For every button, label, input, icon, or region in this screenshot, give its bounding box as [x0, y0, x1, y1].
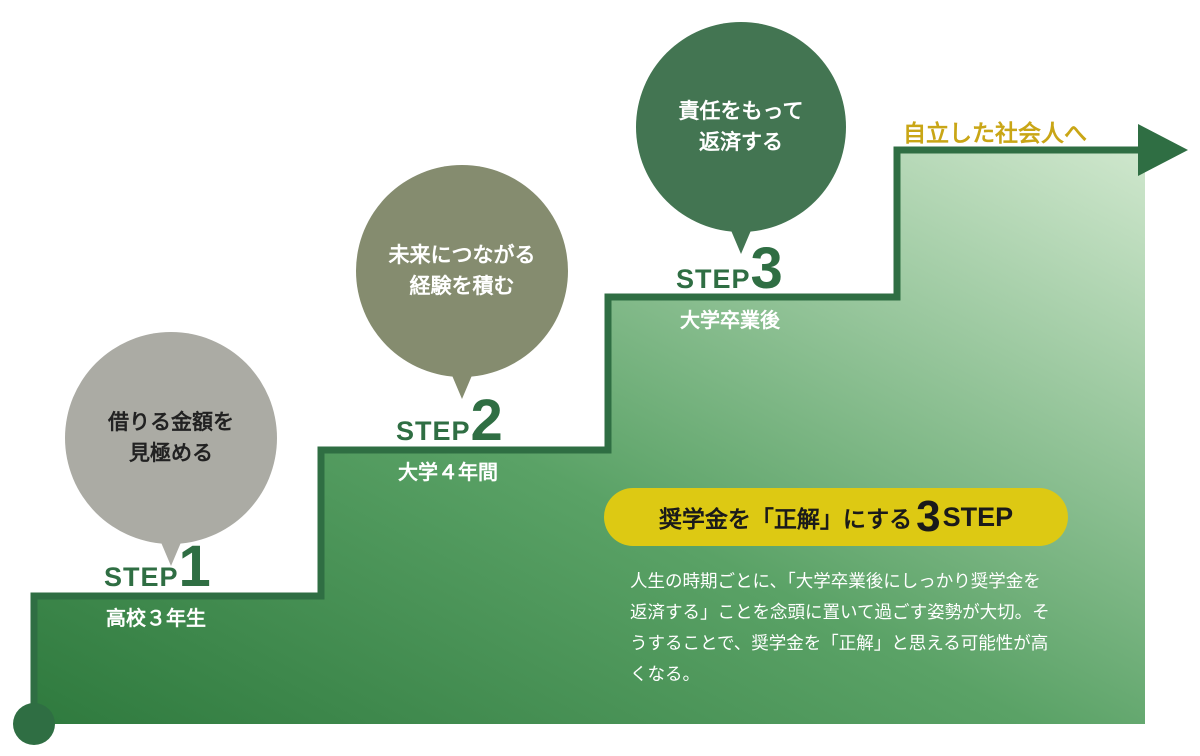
- step-3-label: STEP3: [676, 236, 783, 301]
- start-dot: [13, 703, 55, 745]
- title-suffix: STEP: [942, 501, 1014, 532]
- description-text: 人生の時期ごとに、「大学卒業後にしっかり奨学金を返済する」ことを念頭に置いて過ご…: [630, 572, 1050, 685]
- title-number: 3: [916, 492, 941, 541]
- staircase-fill: [34, 150, 1145, 724]
- speech-bubble-step-2: 未来につながる経験を積む: [356, 165, 568, 399]
- speech-bubble-step-1: 借りる金額を見極める: [65, 332, 277, 566]
- staircase-line: [30, 146, 1150, 720]
- bubble-tail: [160, 540, 182, 566]
- arrowhead: [1138, 124, 1188, 176]
- title-prefix: 奨学金を「正解」にする: [658, 507, 913, 533]
- speech-bubble-step-3: 責任をもって返済する: [636, 22, 846, 254]
- step-1-period: 高校３年生: [106, 606, 206, 630]
- step-2-label: STEP2: [396, 388, 503, 453]
- bubble-text: 責任をもって返済する: [678, 98, 804, 155]
- goal-label: 自立した社会人へ: [903, 121, 1087, 147]
- bubble-text: 借りる金額を見極める: [108, 409, 234, 466]
- step-3-period: 大学卒業後: [680, 308, 780, 332]
- bubble-tail: [730, 228, 752, 254]
- step-1-label: STEP1: [104, 534, 211, 599]
- step-2-period: 大学４年間: [398, 460, 498, 484]
- bubble-tail: [451, 373, 473, 399]
- bubble-text: 未来につながる経験を積む: [388, 242, 536, 299]
